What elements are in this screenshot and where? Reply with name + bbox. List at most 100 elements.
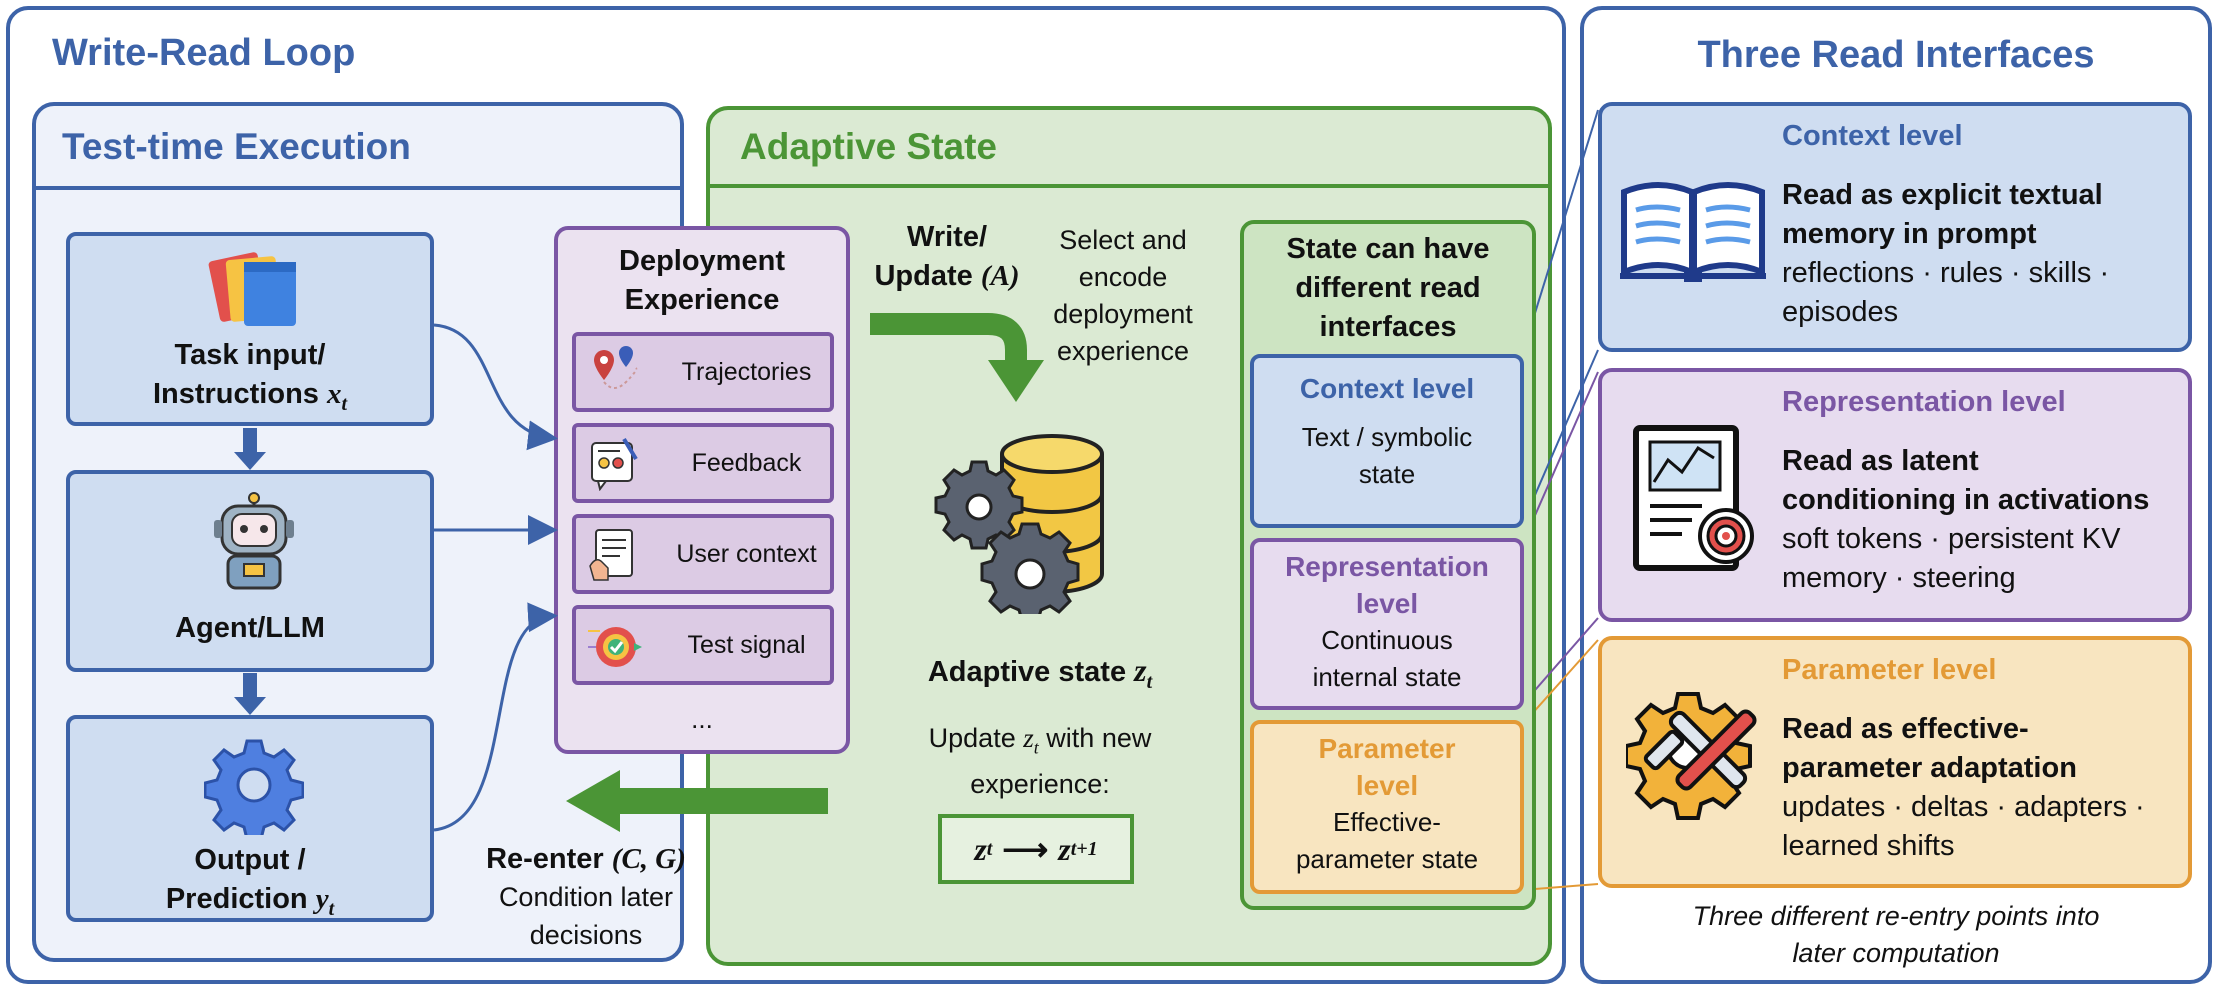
feedback-form-icon (591, 437, 638, 491)
transition-from: z (974, 830, 987, 867)
update-text-2: with new (1046, 723, 1152, 753)
deployment-item-label: Test signal (687, 630, 806, 659)
task-input-var: x (326, 378, 342, 410)
reenter-text-2: decisions (529, 920, 643, 950)
read-parameter-card: Parameter level Read as effective- param… (1598, 636, 2192, 888)
select-text-line1: Select and (1059, 225, 1187, 255)
test-time-execution-title: Test-time Execution (62, 126, 411, 167)
reenter-text-1: Condition later (498, 882, 674, 912)
read-context-bold-1: Read as explicit textual (1782, 179, 2103, 211)
adaptive-state-label: Adaptive state (927, 656, 1127, 688)
select-text-line3: deployment (1053, 299, 1193, 329)
three-read-caption-1: Three different re-entry points into (1692, 901, 2100, 931)
state-heading-line1: State can have (1286, 233, 1490, 265)
deployment-item-test-signal: Test signal (572, 605, 834, 685)
read-context-text-2: episodes (1782, 296, 1899, 328)
target-check-icon (588, 627, 642, 667)
deployment-title-line1: Deployment (619, 245, 785, 277)
transition-from-sub: t (986, 837, 993, 860)
select-text-line4: experience (1056, 336, 1190, 366)
deployment-ellipsis: ... (691, 704, 713, 734)
adaptive-state-sub: t (1146, 670, 1153, 693)
task-input-sub: t (341, 392, 348, 415)
write-label-line1: Write/ (906, 221, 988, 253)
state-context-text-1: Text / symbolic (1301, 422, 1473, 452)
write-label-line2: Update (874, 260, 973, 292)
document-hand-icon (589, 529, 633, 581)
state-heading-line2: different read (1295, 272, 1481, 304)
state-representation-title-2: level (1355, 588, 1419, 619)
read-context-title: Context level (1782, 120, 1963, 152)
update-sub: t (1033, 737, 1039, 758)
state-context-title: Context level (1299, 373, 1475, 404)
reenter-var: (C, G) (611, 843, 686, 875)
read-parameter-bold-1: Read as effective- (1782, 713, 2029, 745)
state-parameter-title-2: level (1355, 770, 1419, 801)
adaptive-state-header-divider (706, 184, 1552, 188)
output-sub: t (328, 897, 335, 920)
state-representation-text-1: Continuous (1321, 625, 1453, 655)
read-parameter-text-2: learned shifts (1782, 830, 1955, 862)
chart-report-target-icon (1633, 425, 1754, 571)
map-pin-icon (594, 346, 638, 389)
state-heading-line3: interfaces (1319, 311, 1457, 343)
transition-arrow-icon: ⟶ (1002, 831, 1049, 867)
state-parameter-text-2: parameter state (1295, 844, 1479, 874)
output-to-deployment-connector (433, 602, 558, 832)
state-representation-text-2: internal state (1312, 662, 1462, 692)
read-representation-bold-1: Read as latent (1782, 445, 1979, 477)
read-representation-text-1: soft tokens · persistent KV (1782, 523, 2121, 555)
read-context-bold-2: memory in prompt (1782, 218, 2037, 250)
deployment-item-label: Feedback (691, 448, 802, 477)
deployment-item-label: Trajectories (681, 357, 812, 386)
state-parameter-title-1: Parameter (1318, 733, 1456, 764)
task-to-deployment-connector (433, 323, 558, 451)
read-parameter-text-1: updates · deltas · adapters · (1782, 791, 2145, 823)
three-read-interfaces-panel (1580, 6, 2212, 984)
task-input-line2: Instructions (152, 378, 319, 410)
task-input-box: Task input/ Instructions xt (66, 232, 434, 426)
deployment-item-label: User context (676, 539, 817, 568)
state-parameter-box: Parameter level Effective- parameter sta… (1250, 720, 1524, 894)
deployment-item-trajectories: Trajectories (572, 332, 834, 412)
agent-llm-label: Agent/LLM (175, 612, 325, 644)
state-parameter-text-1: Effective- (1333, 807, 1441, 837)
deployment-title-line2: Experience (624, 284, 780, 316)
open-book-icon (1620, 182, 1766, 282)
database-gears-icon (934, 434, 1104, 614)
read-parameter-title: Parameter level (1782, 654, 1997, 686)
deployment-item-user-context: User context (572, 514, 834, 594)
agent-to-output-arrow (234, 673, 266, 715)
three-read-interfaces-title: Three Read Interfaces (1697, 34, 2095, 76)
update-var: z (1023, 723, 1034, 753)
read-representation-card: Representation level Read as latent cond… (1598, 368, 2192, 622)
update-text-3: experience: (970, 769, 1110, 800)
write-var: (A) (980, 260, 1020, 292)
write-read-loop-panel (6, 6, 1566, 984)
reenter-label: Re-enter (486, 843, 604, 875)
test-time-header-divider (32, 186, 684, 190)
adaptive-state-title: Adaptive State (740, 126, 998, 167)
folders-icon (208, 252, 296, 326)
gear-icon (204, 739, 304, 835)
select-text-line2: encode (1078, 262, 1168, 292)
write-read-loop-title: Write-Read Loop (52, 32, 356, 74)
agent-llm-box: Agent/LLM (66, 470, 434, 672)
transition-to: z (1058, 830, 1071, 867)
re-enter-arrow (566, 770, 828, 832)
transition-to-sub: t+1 (1070, 837, 1098, 860)
state-context-text-2: state (1358, 459, 1416, 489)
output-var: y (315, 883, 329, 915)
write-update-arrow (870, 313, 1044, 402)
read-context-text-1: reflections · rules · skills · (1782, 257, 2110, 289)
state-representation-box: Representation level Continuous internal… (1250, 538, 1524, 710)
deployment-item-feedback: Feedback (572, 423, 834, 503)
output-prediction-box: Output / Prediction yt (66, 715, 434, 922)
output-line2: Prediction (165, 883, 308, 915)
update-text-1: Update (928, 723, 1016, 753)
three-read-caption-2: later computation (1792, 938, 2000, 968)
gear-wrench-icon (1626, 692, 1757, 820)
read-representation-text-2: memory · steering (1782, 562, 2016, 594)
read-context-card: Context level Read as explicit textual m… (1598, 102, 2192, 352)
